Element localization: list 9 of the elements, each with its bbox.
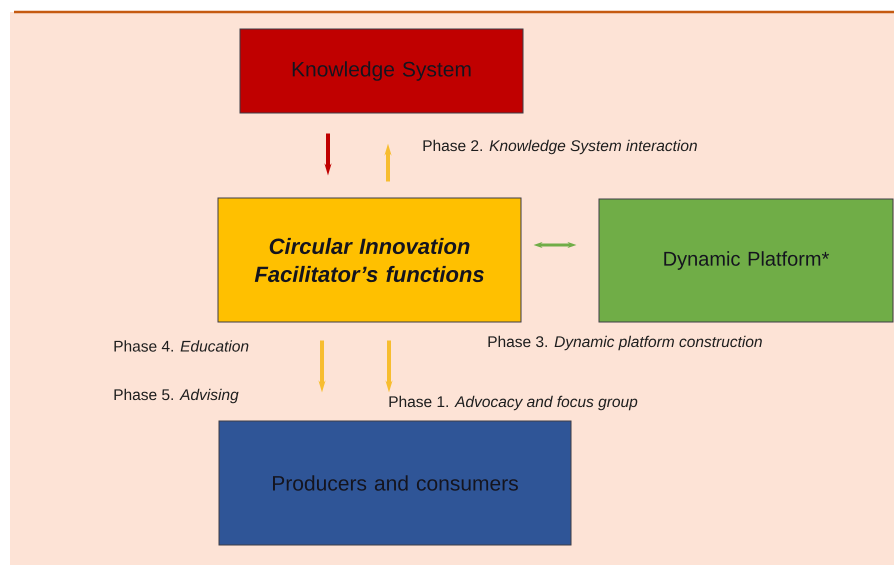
phase-label: Phase 2. Knowledge System interaction	[423, 140, 697, 154]
phase-label: Phase 4. Education	[114, 340, 248, 352]
phase-label: Phase 1. Advocacy and focus group	[389, 396, 638, 410]
producers-box: Producers and consumers	[218, 420, 572, 546]
knowledge-system-box: Knowledge System	[240, 28, 524, 114]
phase-label: Phase 5. Advising	[114, 388, 239, 404]
phase-label: Phase 3. Dynamic platform construction	[488, 336, 762, 350]
platform-box: Dynamic Platform*	[598, 198, 894, 322]
facilitator-box: Circular Innovation Facilitator’s functions	[218, 198, 522, 322]
